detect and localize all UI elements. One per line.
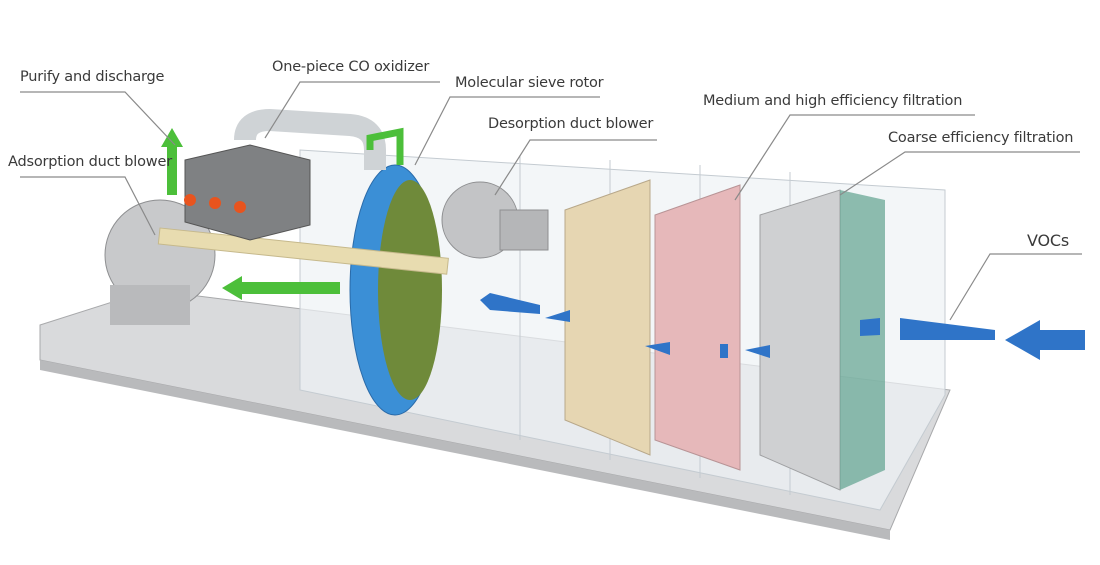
heat-icon (209, 197, 221, 209)
rotor-honeycomb (378, 180, 442, 400)
coarse-filter-mesh (840, 190, 885, 490)
high-filter-bank (654, 184, 741, 471)
coarse-filter-bank (759, 189, 841, 491)
desorption-motor (499, 209, 549, 251)
label-molecular-sieve-rotor: Molecular sieve rotor (455, 75, 604, 91)
base-platform-edge (40, 360, 890, 540)
medium-filter-bank (564, 179, 651, 456)
blower-stand (110, 285, 190, 325)
duct-pipe (157, 227, 449, 275)
co-oxidizer (184, 144, 311, 241)
label-vocs: VOCs (1027, 231, 1069, 250)
label-coarse-filtration: Coarse efficiency filtration (888, 130, 1074, 146)
leader-lines (20, 81, 1082, 321)
label-medium-high-filtration: Medium and high efficiency filtration (703, 93, 963, 109)
clean-air-arrows (161, 127, 404, 300)
label-co-oxidizer: One-piece CO oxidizer (272, 59, 430, 75)
oxidizer-duct (234, 108, 386, 170)
heat-icon (234, 201, 246, 213)
label-adsorption-duct-blower: Adsorption duct blower (8, 154, 172, 170)
heat-icon (184, 194, 196, 206)
voc-flow-arrows (480, 293, 1085, 360)
label-purify-and-discharge: Purify and discharge (20, 69, 165, 85)
label-desorption-duct-blower: Desorption duct blower (488, 116, 654, 132)
voc-inlet-arrow-icon (1005, 320, 1085, 360)
